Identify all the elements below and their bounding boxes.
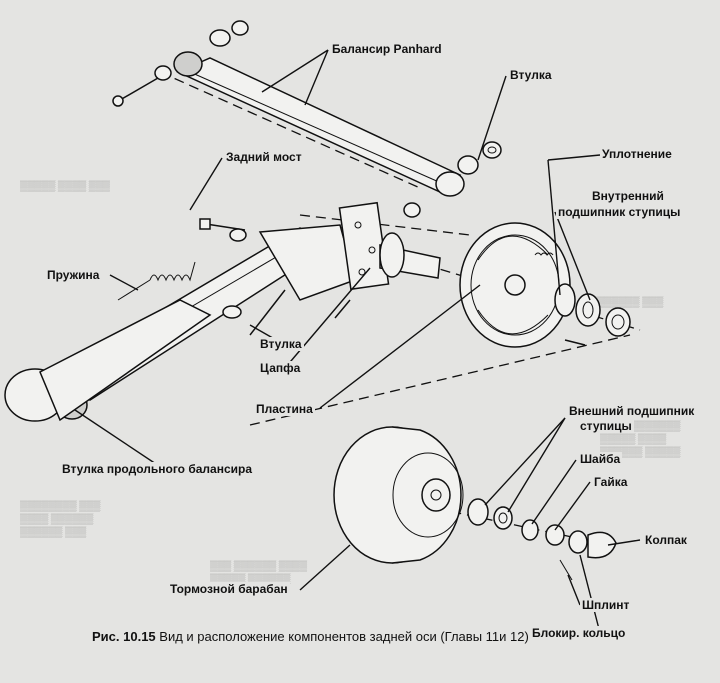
trailing-arm [4,299,212,422]
label-nut: Гайка [592,475,630,489]
stub-axle [379,232,441,279]
background-bleed-text: ▒▒▒▒▒ ▒▒▒▒ ▒▒▒ [20,181,111,192]
bolts [199,218,586,346]
background-bleed-text: ▒▒▒▒▒▒▒ ▒▒▒ [590,297,664,308]
label-inner-bearing-line2: подшипник ступицы [556,205,683,219]
label-stub-axle: Цапфа [258,361,303,375]
label-panhard-rod: Балансир Panhard [330,42,444,56]
label-cap: Колпак [643,533,689,547]
background-bleed-text: ▒▒▒▒▒▒▒▒ ▒▒▒▒▒▒▒ ▒▒▒▒▒▒▒▒▒▒▒▒ ▒▒▒ [20,501,101,538]
background-bleed-text: ▒▒▒▒ ▒▒▒▒▒▒▒▒▒▒▒▒ ▒▒▒▒▒▒▒▒▒▒ ▒▒▒▒▒ [600,421,681,458]
label-spring: Пружина [45,268,102,282]
inner-bearing-parts [554,283,631,337]
brake-backing-plate [459,222,571,348]
label-cotter-pin: Шплинт [580,598,632,612]
figure-caption-text: Вид и расположение компонентов задней ос… [159,629,529,644]
label-leader-lines [74,49,641,634]
background-bleed-text: ▒▒▒ ▒▒▒▒▒▒ ▒▒▒▒▒▒▒▒▒ ▒▒▒▒▒▒ [210,561,308,585]
label-brake-drum: Тормозной барабан [168,582,290,596]
brake-drum-part [333,426,464,564]
label-inner-bearing-line1: Внутренний [590,189,666,203]
label-trailing-arm-bushing: Втулка продольного балансира [60,462,255,476]
rod-bushings [403,141,502,218]
figure-caption: Рис. 10.15 Вид и расположение компоненто… [92,629,529,644]
label-bushing-top: Втулка [508,68,554,82]
label-outer-bearing-line2: ступицы [578,419,634,433]
figure-number: Рис. 10.15 [92,629,156,644]
label-bushing-mid: Втулка [258,337,304,351]
spring-part [117,261,196,301]
label-lock-ring: Блокир. кольцо [530,626,628,640]
panhard-bushing-top [209,29,231,47]
panhard-rod [112,20,465,197]
hub-parts [467,498,617,581]
label-washer: Шайба [578,452,623,466]
label-seal: Уплотнение [600,147,674,161]
label-rear-axle: Задний мост [224,150,304,164]
label-plate: Пластина [254,402,315,416]
label-outer-bearing-line1: Внешний подшипник [567,404,697,418]
